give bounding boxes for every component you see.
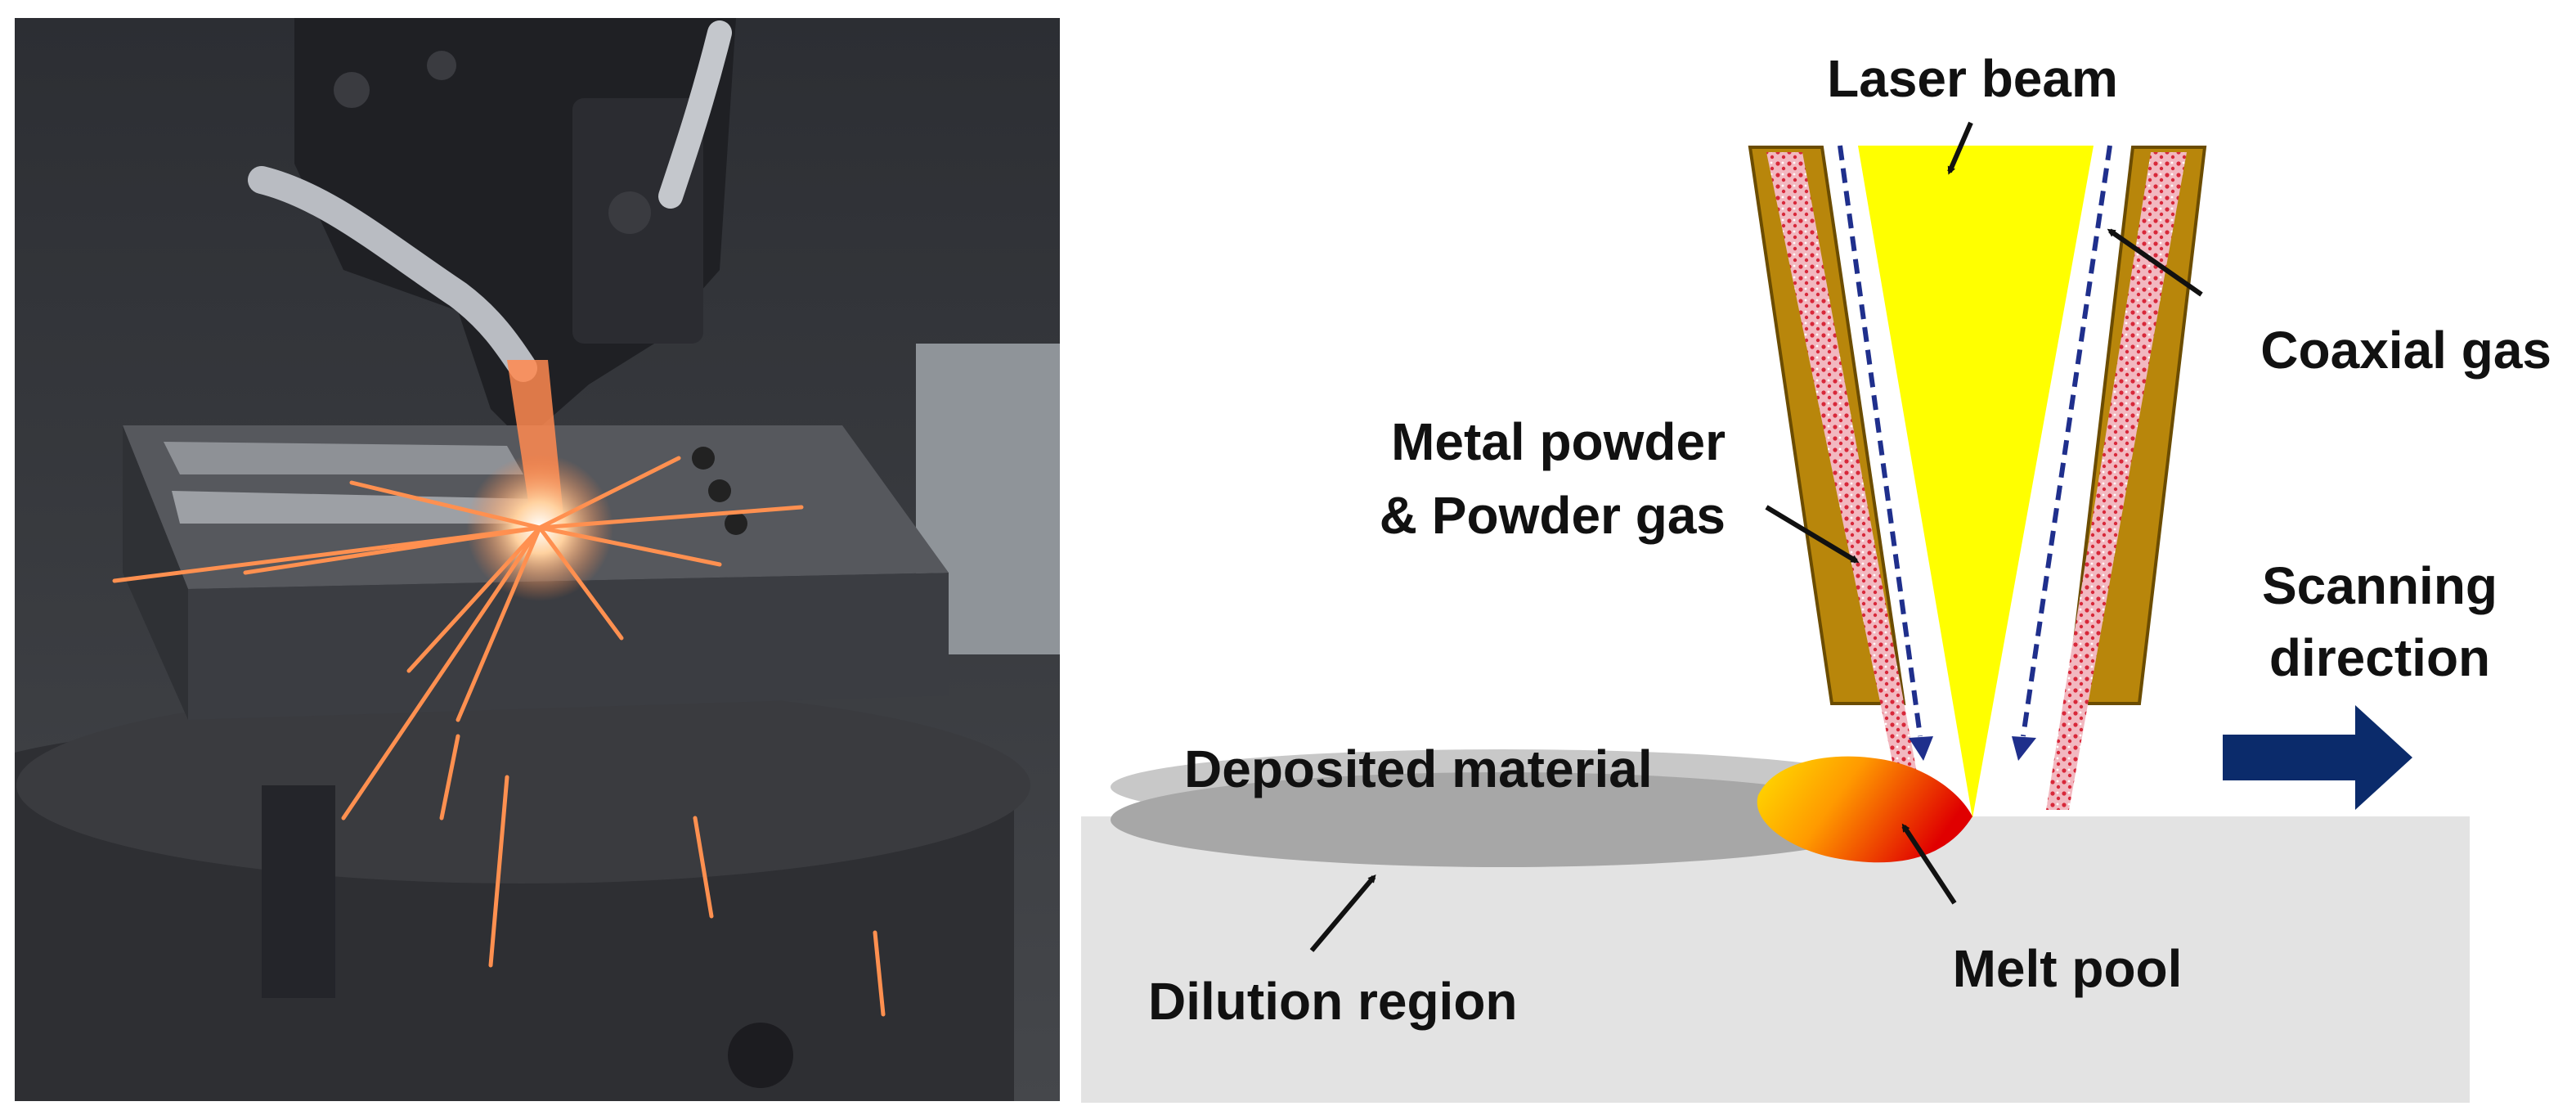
label-melt-pool: Melt pool (1953, 939, 2183, 998)
pointer-arrows (1309, 121, 2203, 952)
scanning-direction-arrow-icon (2223, 705, 2412, 810)
sparks (112, 456, 886, 1017)
laser-deposition-photo (15, 18, 1060, 1101)
label-metal-powder-line2: & Powder gas (1380, 486, 1726, 545)
rotary-table-top (16, 687, 1030, 883)
plate-hole (725, 512, 747, 535)
clamp (262, 785, 335, 998)
head-bolt (334, 72, 370, 108)
coaxial-gas-pointer (2107, 228, 2203, 297)
metal-powder-pointer (1765, 505, 1860, 564)
label-scanning-line1: Scanning (2262, 556, 2497, 615)
label-scanning-line2: direction (2269, 628, 2490, 687)
table-hole (728, 1023, 793, 1088)
label-metal-powder-line1: Metal powder (1391, 412, 1726, 471)
foil-hose-right (658, 20, 732, 209)
deposited-track (164, 442, 523, 474)
coaxial-gas-arrows (1838, 145, 2112, 737)
foil-hose-left (248, 166, 537, 382)
label-deposited-material: Deposited material (1184, 740, 1653, 798)
substrate (1081, 816, 2470, 1103)
label-coaxial-gas: Coaxial gas (2260, 321, 2551, 380)
label-laser-beam: Laser beam (1827, 49, 2118, 108)
base-plate-front (188, 573, 949, 720)
head-bolt (427, 51, 456, 80)
head-bolt (608, 191, 651, 234)
powder-stream-left (1766, 152, 1918, 777)
melt-pool (1757, 756, 1972, 863)
powder-stream-right (2046, 152, 2187, 810)
base-plate-side (123, 425, 188, 720)
laser-beam-pointer (1947, 121, 1973, 175)
deposited-track (172, 491, 556, 524)
plate-hole (692, 447, 715, 470)
label-dilution-region: Dilution region (1148, 972, 1518, 1031)
gas-arrowhead-right (2012, 736, 2036, 761)
ded-schematic: Laser beam Coaxial gas Metal powder & Po… (1081, 49, 2551, 1103)
plate-hole (708, 479, 731, 502)
dilution-region-pointer (1309, 874, 1376, 952)
melt-pool-pointer (1901, 823, 1957, 905)
dilution-region (1111, 772, 1896, 867)
gas-arrowhead-left (1909, 736, 1933, 761)
laser-beam-cone (1858, 146, 2094, 818)
